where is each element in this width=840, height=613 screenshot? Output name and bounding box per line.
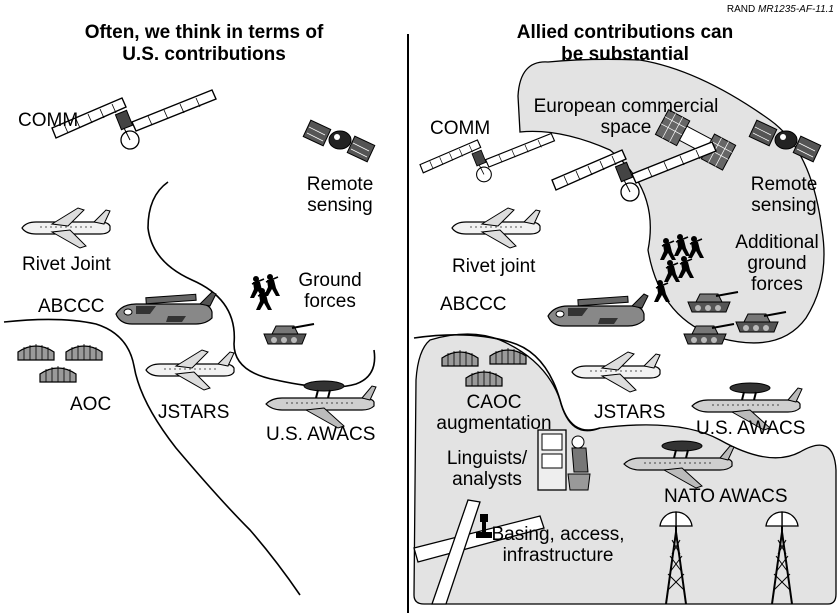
- label-caoc-augmentation: CAOC augmentation: [436, 392, 552, 434]
- abccc-plane-icon: [115, 291, 217, 325]
- label-basing-access-infrastructure: Basing, access, infrastructure: [491, 524, 625, 566]
- label-remote-sensing-right: Remote sensing: [750, 174, 818, 216]
- us-awacs-plane-icon: [265, 380, 377, 429]
- label-us-awacs: U.S. AWACS: [266, 424, 376, 445]
- ground-forces-tank-icon: [263, 323, 315, 345]
- right-title-line2: be substantial: [561, 44, 689, 65]
- label-us-awacs-right: U.S. AWACS: [696, 418, 806, 439]
- document-id: RAND MR1235-AF-11.1: [726, 4, 834, 15]
- jstars-plane-icon: [145, 349, 235, 391]
- rivet-joint-plane-icon: [21, 207, 111, 249]
- allied-space-region: [517, 58, 825, 344]
- left-panel-title: Often, we think in terms of U.S. contrib…: [34, 22, 374, 66]
- linguist-workstation-icon: [537, 429, 591, 491]
- label-linguists-analysts: Linguists/ analysts: [446, 448, 528, 490]
- label-comm: COMM: [18, 110, 79, 131]
- label-nato-awacs: NATO AWACS: [664, 486, 788, 507]
- label-ground-forces: Ground forces: [298, 270, 362, 312]
- allied-ground-region: [413, 333, 837, 605]
- control-tower-icon: [476, 514, 492, 538]
- label-additional-ground-forces: Additional ground forces: [735, 232, 819, 295]
- label-aoc: AOC: [70, 394, 112, 415]
- label-european-commercial-space: European commercial space: [533, 96, 719, 138]
- label-rivet-joint: Rivet Joint: [22, 254, 111, 275]
- right-title-line1: Allied contributions can: [516, 22, 734, 43]
- right-region-boundary: [413, 334, 601, 431]
- jstars-plane-icon-right: [571, 351, 661, 393]
- ground-forces-soldiers-icon: [249, 273, 281, 311]
- left-region-boundary-top: [147, 181, 376, 388]
- right-panel-title: Allied contributions can be substantial: [470, 22, 780, 66]
- label-jstars-right: JSTARS: [594, 402, 666, 423]
- abccc-plane-icon-right: [547, 293, 649, 327]
- left-region-boundary-bottom: [3, 318, 301, 596]
- label-jstars: JSTARS: [158, 402, 230, 423]
- rivet-joint-plane-icon-right: [451, 207, 541, 249]
- runway-icon: [413, 499, 545, 605]
- label-rivet-joint-right: Rivet joint: [452, 256, 536, 277]
- label-abccc: ABCCC: [38, 296, 105, 317]
- left-title-line2: U.S. contributions: [122, 44, 286, 65]
- remote-sensing-satellite-icon: [302, 119, 376, 163]
- label-comm-right: COMM: [430, 118, 491, 139]
- label-abccc-right: ABCCC: [440, 294, 507, 315]
- comm-satellite-icon-right: [419, 132, 556, 183]
- aoc-huts-icon: [17, 343, 103, 383]
- label-remote-sensing: Remote sensing: [306, 174, 374, 216]
- left-title-line1: Often, we think in terms of: [84, 22, 324, 43]
